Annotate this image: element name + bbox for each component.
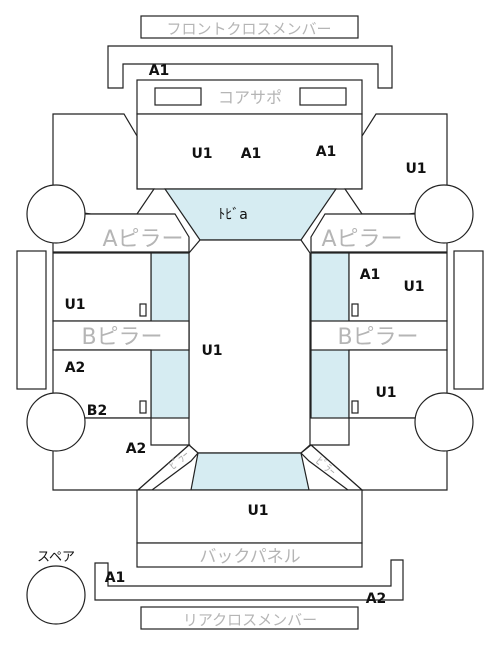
left-front-wheel bbox=[26, 184, 86, 244]
right-front-wheel bbox=[414, 184, 474, 244]
code-hood-center: A1 bbox=[241, 146, 262, 162]
code-front-member: A1 bbox=[149, 63, 170, 79]
right-side-sill bbox=[453, 250, 484, 390]
left-a-pillar bbox=[52, 213, 190, 253]
spare-tire bbox=[26, 565, 86, 625]
right-front-door-handle bbox=[351, 303, 359, 317]
code-center-cabin: U1 bbox=[201, 343, 222, 359]
left-b-pillar-label: Bピラー bbox=[81, 325, 162, 350]
code-hood-right: A1 bbox=[316, 144, 337, 160]
core-support-right-slot bbox=[299, 87, 347, 106]
trunk-panel bbox=[136, 489, 363, 544]
code-rear-member-right: A2 bbox=[366, 591, 387, 607]
code-right-rear-door: U1 bbox=[375, 385, 396, 401]
right-a-pillar bbox=[310, 213, 448, 253]
core-support-label: コアサポ bbox=[218, 88, 282, 107]
left-front-door-handle bbox=[139, 303, 147, 317]
rear-window bbox=[190, 452, 310, 491]
front-member-bracket bbox=[107, 45, 393, 89]
left-side-sill bbox=[16, 250, 47, 390]
front-cross-member-box bbox=[140, 15, 359, 39]
code-rear-member-left: A1 bbox=[105, 570, 126, 586]
code-right-front-door-a: A1 bbox=[360, 267, 381, 283]
code-trunk: U1 bbox=[247, 503, 268, 519]
left-rear-door bbox=[52, 349, 152, 419]
left-a-pillar-label: Aピラー bbox=[102, 227, 183, 252]
front-cross-member-label: フロントクロスメンバー bbox=[166, 20, 331, 38]
right-a-pillar-label: Aピラー bbox=[321, 227, 402, 252]
code-right-front-door-b: U1 bbox=[403, 279, 424, 295]
windshield bbox=[163, 188, 338, 241]
code-left-rear-door: A2 bbox=[65, 360, 86, 376]
left-rear-wheel bbox=[26, 392, 86, 452]
code-left-quarter: A2 bbox=[126, 441, 147, 457]
code-right-front-fender: U1 bbox=[405, 161, 426, 177]
left-c-pillar bbox=[136, 444, 199, 491]
right-rear-wheel bbox=[414, 392, 474, 452]
roof-label: ﾄﾋﾞa bbox=[218, 207, 248, 223]
core-support-left-slot bbox=[154, 87, 202, 106]
right-b-pillar-label: Bピラー bbox=[337, 325, 418, 350]
rear-member-bracket bbox=[94, 559, 404, 601]
right-b-pillar bbox=[310, 320, 448, 351]
rear-cross-member-box bbox=[140, 606, 359, 630]
code-left-rear-wheel: B2 bbox=[87, 403, 107, 419]
right-front-door bbox=[348, 252, 448, 322]
back-panel-label: バックパネル bbox=[199, 547, 300, 567]
left-rear-door-handle bbox=[139, 400, 147, 414]
right-rear-door-handle bbox=[351, 400, 359, 414]
spare-label: スペア bbox=[37, 550, 75, 565]
code-hood-left: U1 bbox=[191, 146, 212, 162]
right-c-pillar bbox=[300, 444, 364, 491]
code-left-front-door: U1 bbox=[64, 297, 85, 313]
back-panel bbox=[136, 542, 363, 568]
rear-cross-member-label: リアクロスメンバー bbox=[183, 611, 317, 629]
left-b-pillar bbox=[52, 320, 190, 351]
